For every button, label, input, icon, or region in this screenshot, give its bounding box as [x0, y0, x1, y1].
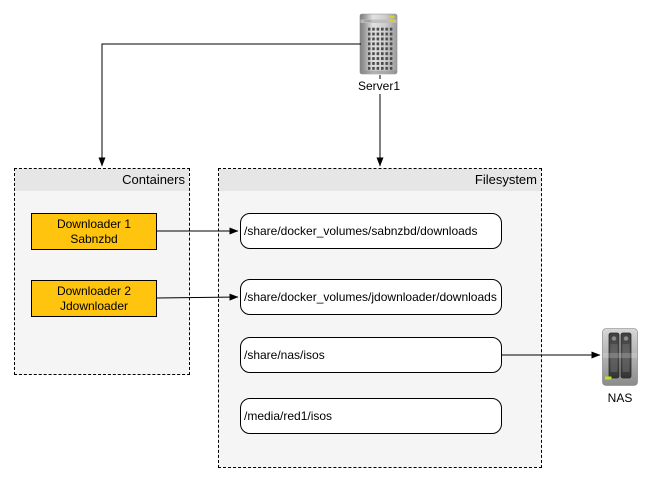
path-label: /share/docker_volumes/jdownloader/downlo…: [244, 290, 497, 304]
server-badge: [364, 20, 371, 22]
path-label: /share/nas/isos: [244, 348, 325, 362]
nas-icon[interactable]: [602, 328, 638, 391]
nas-bay2-knob: [623, 335, 629, 342]
path-node-sabnzbd-downloads[interactable]: /share/docker_volumes/sabnzbd/downloads: [240, 213, 502, 249]
downloader2-app: Jdownloader: [59, 298, 129, 313]
server-led-2-icon: [389, 19, 395, 22]
nas-highlight: [603, 353, 637, 358]
server-bottom-band: [360, 70, 397, 74]
server-icon[interactable]: [359, 13, 399, 81]
containers-group-title: Containers: [15, 169, 189, 191]
server-label: Server1: [344, 79, 414, 94]
nas-led-icon: [605, 376, 612, 380]
path-node-media-red1-isos[interactable]: /media/red1/isos: [240, 398, 502, 434]
edge-downloader2-to-jdownloader-path[interactable]: [156, 293, 239, 301]
server-led-1-icon: [389, 16, 395, 18]
server-tower-icon: [359, 13, 398, 75]
downloader1-app: Sabnzbd: [70, 231, 118, 246]
nas-box-icon: [602, 328, 638, 386]
downloader1-name: Downloader 1: [56, 216, 132, 231]
downloader2-node[interactable]: Downloader 2 Jdownloader: [31, 280, 157, 317]
path-node-share-nas-isos[interactable]: /share/nas/isos: [240, 337, 502, 373]
downloader2-name: Downloader 2: [56, 283, 132, 298]
containers-group[interactable]: Containers: [14, 168, 190, 375]
server-top-band: [360, 19, 397, 23]
nas-label: NAS: [595, 391, 645, 406]
edge-server-to-containers[interactable]: [98, 43, 361, 167]
downloader1-node[interactable]: Downloader 1 Sabnzbd: [31, 213, 157, 250]
nas-bay2-handle: [622, 344, 630, 372]
server-vent-grid: [368, 27, 393, 70]
path-node-jdownloader-downloads[interactable]: /share/docker_volumes/jdownloader/downlo…: [240, 279, 502, 315]
path-label: /share/docker_volumes/sabnzbd/downloads: [244, 224, 478, 238]
path-label: /media/red1/isos: [244, 409, 333, 423]
filesystem-group-title: Filesystem: [219, 169, 541, 191]
nas-bay1-handle: [610, 344, 618, 372]
nas-bay1-knob: [611, 335, 617, 342]
